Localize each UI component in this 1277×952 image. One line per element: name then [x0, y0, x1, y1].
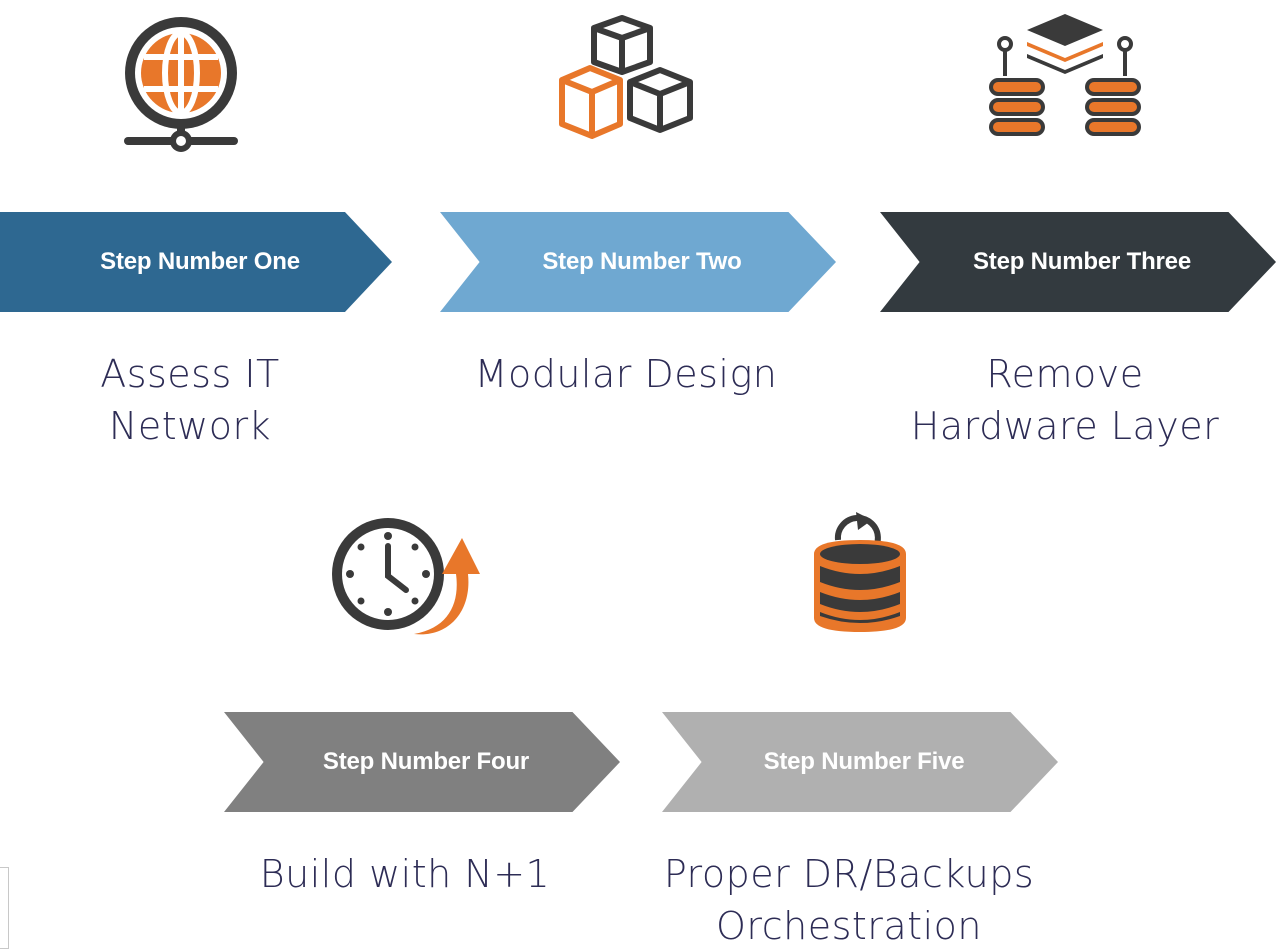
- step-two-description-line: Modular Design: [474, 352, 778, 396]
- globe-network-icon: [124, 17, 238, 152]
- step-three-description-line: Remove: [986, 352, 1144, 396]
- step-five-chevron: Step Number Five: [662, 712, 1058, 812]
- step-four-label: Step Number Four: [322, 748, 530, 775]
- step-one-label: Step Number One: [100, 248, 300, 275]
- step-five-description-line: Proper DR/Backups: [663, 852, 1035, 896]
- step-one-description-line: Assess IT: [100, 352, 280, 396]
- step-two-label: Step Number Two: [542, 248, 742, 275]
- step-two-description: Modular Design: [426, 348, 826, 400]
- step-four-description-line: Build with N+1: [259, 852, 551, 896]
- server-layers-icon: [989, 14, 1141, 136]
- step-three-chevron: Step Number Three: [880, 212, 1276, 312]
- step-two-chevron: Step Number Two: [440, 212, 836, 312]
- step-three-label: Step Number Three: [973, 248, 1191, 275]
- step-one-chevron: Step Number One: [0, 212, 392, 312]
- step-three-description: Remove Hardware Layer: [880, 348, 1250, 452]
- step-one-description: Assess IT Network: [40, 348, 340, 452]
- clock-arrow-icon: [332, 518, 480, 635]
- corner-frame-fragment: [0, 867, 9, 949]
- step-three-description-line: Hardware Layer: [910, 404, 1220, 448]
- step-five-description-line: Orchestration: [716, 904, 982, 948]
- step-one-description-line: Network: [108, 404, 272, 448]
- step-four-chevron: Step Number Four: [224, 712, 620, 812]
- step-five-description: Proper DR/Backups Orchestration: [624, 848, 1074, 952]
- cubes-icon: [559, 15, 693, 139]
- step-four-description: Build with N+1: [230, 848, 580, 900]
- database-refresh-icon: [814, 512, 906, 632]
- step-five-label: Step Number Five: [763, 748, 965, 775]
